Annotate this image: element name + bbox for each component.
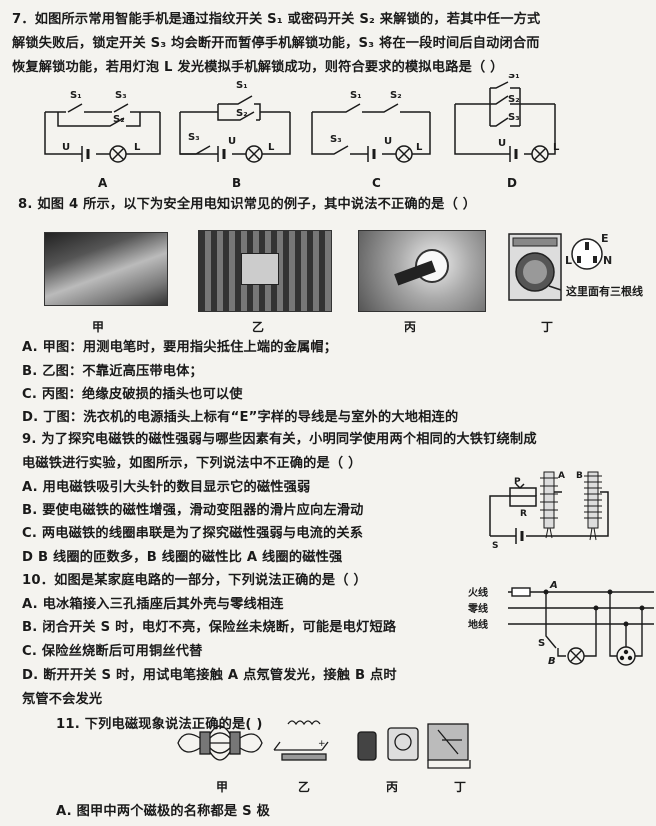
svg-text:S₂: S₂ [236, 108, 248, 119]
q11-pic-bing: 丙 [386, 780, 399, 794]
svg-text:火线: 火线 [468, 586, 488, 599]
pic-yi: 乙 [252, 320, 265, 334]
photo-yi [198, 230, 332, 312]
circuit-label-a: A [98, 176, 108, 190]
plug-label-e: E [601, 232, 609, 245]
q9-line1: 9. 为了探究电磁铁的磁性强弱与哪些因素有关，小明同学使用两个相同的大铁钉绕制成 [22, 432, 537, 447]
svg-text:零线: 零线 [468, 602, 488, 615]
q7-line1: 7．如图所示常用智能手机是通过指纹开关 S₁ 或密码开关 S₂ 来解锁的，若其中… [12, 12, 541, 27]
svg-text:S₂: S₂ [508, 94, 520, 105]
q11-figures: + [177, 720, 471, 769]
pic-bing: 丙 [404, 320, 417, 334]
svg-text:地线: 地线 [468, 618, 488, 631]
svg-text:R: R [520, 509, 527, 519]
svg-text:U: U [498, 138, 506, 149]
q11-stem: 11. 下列电磁现象说法正确的是( ) [56, 717, 263, 732]
circuit-b: S₁ S₂ S₃ U L [180, 80, 291, 163]
q7-circuit-diagrams: S₁ S₃ S₂ U L S₁ S₂ S₃ U L S₁ S₂ S₃ U L [44, 74, 560, 163]
q7-line3: 恢复解锁功能，若用灯泡 L 发光模拟手机解锁成功，则符合要求的模拟电路是（ ） [12, 60, 504, 75]
q8-option-d: D. 丁图：洗衣机的电源插头上标有“E”字样的导线是与室外的大地相连的 [22, 410, 459, 425]
svg-text:U: U [384, 136, 392, 147]
svg-text:L: L [416, 142, 423, 153]
svg-text:S₃: S₃ [508, 112, 520, 123]
pic-jia: 甲 [92, 320, 105, 334]
circuit-label-c: C [372, 176, 381, 190]
svg-text:A: A [558, 471, 565, 481]
q8-option-c: C. 丙图：绝缘皮破损的插头也可以使 [22, 387, 243, 402]
circuit-label-d: D [507, 176, 517, 190]
svg-text:S₂: S₂ [113, 114, 125, 125]
q9-option-d: D B 线圈的匝数多，B 线圈的磁性比 A 线圈的磁性强 [22, 550, 343, 565]
svg-text:L: L [553, 142, 560, 153]
q10-option-c: C. 保险丝烧断后可用铜丝代替 [22, 644, 203, 659]
q10-option-d-cont: 氖管不会发光 [22, 692, 103, 707]
q9-option-b: B. 要使电磁铁的磁性增强，滑动变阻器的滑片应向左滑动 [22, 503, 364, 518]
svg-text:B: B [576, 471, 583, 481]
washer-note: 这里面有三根线 [566, 285, 643, 298]
svg-text:A: A [549, 580, 558, 591]
svg-text:P: P [514, 477, 521, 487]
q11-option-a: A. 图甲中两个磁极的名称都是 S 极 [56, 804, 270, 819]
q7-line2: 解锁失败后，锁定开关 S₃ 均会断开而暂停手机解锁功能，S₃ 将在一段时间后自动… [12, 36, 540, 51]
q9-option-a: A. 用电磁铁吸引大头针的数目显示它的磁性强弱 [22, 480, 311, 495]
q8-stem: 8. 如图 4 所示，以下为安全用电知识常见的例子，其中说法不正确的是（ ） [18, 197, 477, 212]
pic-ding: 丁 [541, 320, 554, 334]
svg-text:S₁: S₁ [236, 80, 248, 91]
svg-text:B: B [548, 656, 556, 667]
q11-pic-ding: 丁 [454, 780, 467, 794]
plug-label-n: N [603, 254, 612, 267]
q10-stem: 10．如图是某家庭电路的一部分，下列说法正确的是（ ） [22, 573, 367, 588]
circuit-c: S₁ S₂ S₃ U L [311, 90, 431, 163]
circuit-a: S₁ S₃ S₂ U L [44, 90, 161, 163]
q10-option-b: B. 闭合开关 S 时，电灯不亮，保险丝未烧断，可能是电灯短路 [22, 620, 397, 635]
svg-text:S₁: S₁ [508, 74, 520, 81]
svg-text:S: S [538, 638, 545, 649]
electromagnet-diagram: P R A B S [489, 471, 609, 551]
svg-text:S₂: S₂ [390, 90, 402, 101]
q11-pic-yi: 乙 [298, 780, 311, 794]
q9-line2: 电磁铁进行实验，如图所示，下列说法中不正确的是（ ） [22, 456, 362, 471]
svg-text:U: U [62, 142, 70, 153]
circuit-label-b: B [232, 176, 242, 190]
household-circuit-diagram: 火线 零线 地线 A S B [468, 580, 654, 667]
svg-text:+: + [318, 739, 326, 749]
plug-label-l: L [565, 254, 572, 267]
svg-text:S: S [492, 541, 498, 551]
svg-text:L: L [134, 142, 141, 153]
circuit-d: S₁ S₂ S₃ U L [454, 74, 560, 163]
q10-option-d: D. 断开开关 S 时，用试电笔接触 A 点氖管发光，接触 B 点时 [22, 668, 397, 683]
photo-jia [44, 232, 168, 306]
washer-diagram: E L N [508, 232, 612, 301]
q8-option-b: B. 乙图：不靠近高压带电体； [22, 364, 203, 379]
svg-text:S₁: S₁ [70, 90, 82, 101]
svg-text:S₁: S₁ [350, 90, 362, 101]
q10-option-a: A. 电冰箱接入三孔插座后其外壳与零线相连 [22, 597, 284, 612]
svg-text:S₃: S₃ [188, 132, 200, 143]
q9-option-c: C. 两电磁铁的线圈串联是为了探究磁性强弱与电流的关系 [22, 526, 364, 541]
photo-bing [358, 230, 486, 312]
q11-pic-jia: 甲 [216, 780, 229, 794]
svg-text:S₃: S₃ [115, 90, 127, 101]
svg-text:L: L [268, 142, 275, 153]
q8-option-a: A. 甲图：用测电笔时，要用指尖抵住上端的金属帽； [22, 340, 338, 355]
svg-text:S₃: S₃ [330, 134, 342, 145]
svg-text:U: U [228, 136, 236, 147]
